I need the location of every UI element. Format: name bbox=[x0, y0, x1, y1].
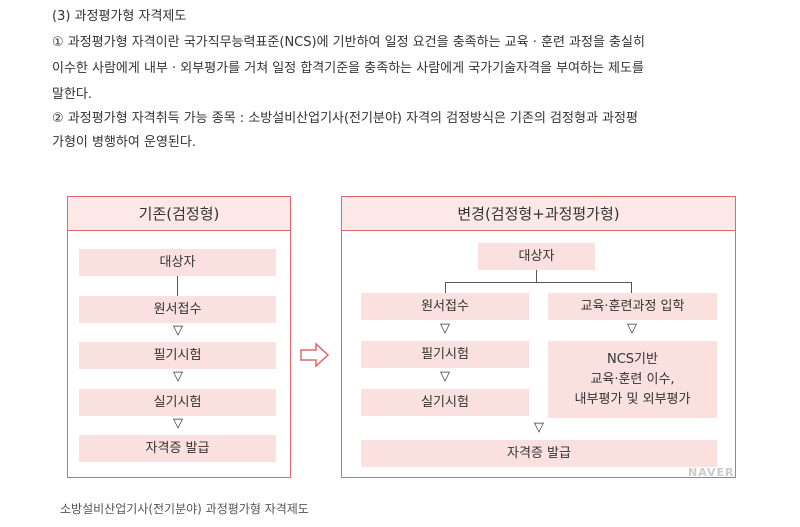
paragraph-1-line-1: ① 과정평가형 자격이란 국가직무능력표준(NCS)에 기반하여 일정 요건을 … bbox=[52, 35, 645, 50]
down-arrow-icon: ▽ bbox=[440, 369, 450, 384]
paragraph-1-line-2: 이수한 사람에게 내부 · 외부평가를 거쳐 일정 합격기준을 충족하는 사람에… bbox=[52, 61, 644, 76]
legacy-frame: 기존(검정형) bbox=[67, 196, 291, 478]
legacy-step-target: 대상자 bbox=[79, 249, 276, 276]
new-step-written: 필기시험 bbox=[361, 341, 529, 368]
new-step-certificate: 자격증 발급 bbox=[361, 440, 717, 467]
new-step-target: 대상자 bbox=[478, 243, 595, 270]
connector-line bbox=[445, 282, 631, 283]
new-step-enrollment: 교육·훈련과정 입학 bbox=[548, 293, 717, 320]
paragraph-1-line-3: 말한다. bbox=[52, 87, 93, 102]
connector-line bbox=[536, 270, 537, 282]
new-step-application: 원서접수 bbox=[361, 293, 529, 320]
naver-watermark: NAVER bbox=[688, 466, 735, 479]
down-arrow-icon: ▽ bbox=[627, 321, 637, 336]
down-arrow-icon: ▽ bbox=[534, 420, 544, 435]
new-step-ncs-training: NCS기반 교육·훈련 이수, 내부평가 및 외부평가 bbox=[548, 341, 717, 418]
legacy-step-practical: 실기시험 bbox=[79, 389, 276, 416]
new-frame: 변경(검정형+과정평가형) bbox=[341, 196, 736, 478]
paragraph-2-line-2: 가형이 병행하여 운영된다. bbox=[52, 135, 196, 150]
connector-line bbox=[445, 282, 446, 293]
new-step-practical: 실기시험 bbox=[361, 389, 529, 416]
connector-line bbox=[631, 282, 632, 293]
legacy-step-written: 필기시험 bbox=[79, 342, 276, 369]
new-title: 변경(검정형+과정평가형) bbox=[342, 197, 735, 231]
legacy-step-application: 원서접수 bbox=[79, 296, 276, 323]
down-arrow-icon: ▽ bbox=[173, 416, 183, 431]
legacy-title: 기존(검정형) bbox=[68, 197, 290, 231]
down-arrow-icon: ▽ bbox=[173, 323, 183, 338]
down-arrow-icon: ▽ bbox=[440, 321, 450, 336]
section-title: (3) 과정평가형 자격제도 bbox=[52, 9, 187, 24]
figure-caption: 소방설비산업기사(전기분야) 과정평가형 자격제도 bbox=[60, 502, 309, 516]
legacy-step-certificate: 자격증 발급 bbox=[79, 435, 276, 462]
paragraph-2-line-1: ② 과정평가형 자격취득 가능 종목 : 소방설비산업기사(전기분야) 자격의 … bbox=[52, 111, 638, 126]
connector-line bbox=[177, 276, 178, 296]
down-arrow-icon: ▽ bbox=[173, 369, 183, 384]
right-arrow-icon bbox=[300, 342, 330, 368]
